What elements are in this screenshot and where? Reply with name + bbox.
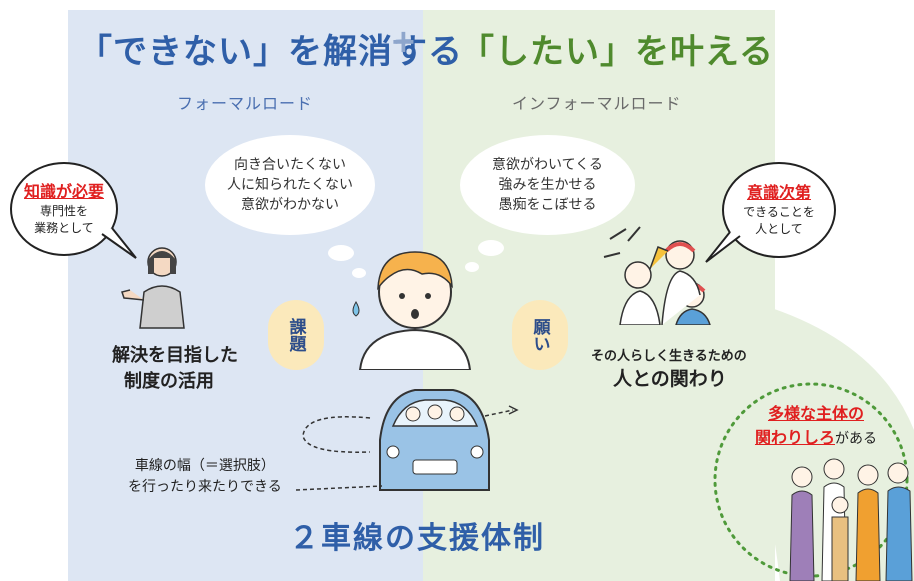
caption-left: 解決を目指した 制度の活用 (112, 343, 238, 395)
actors-line2: 関わりしろがある (746, 424, 886, 448)
thought-right-line: 意欲がわいてくる (492, 157, 603, 173)
thought-dot (328, 245, 354, 261)
car-icon (302, 389, 519, 491)
family-icon (789, 458, 913, 581)
lane-note-line: 車線の幅（＝選択肢） (134, 458, 275, 474)
caption-left-line: 制度の活用 (124, 371, 214, 392)
thought-bubble-right: 意欲がわいてくる 強みを生かせる 愚痴をこぼせる (460, 135, 635, 235)
person-icon (352, 251, 472, 370)
badge-wish: 願い (512, 300, 568, 370)
thought-right-line: 強みを生かせる (498, 177, 597, 193)
thought-left-line: 人に知られたくない (227, 177, 353, 193)
thought-left-line: 向き合いたくない (234, 157, 346, 173)
right-title: 「したい」を叶える (460, 32, 774, 72)
speech-bubble-left: 知識が必要 専門性を 業務として (10, 162, 118, 256)
thought-bubble-left: 向き合いたくない 人に知られたくない 意欲がわかない (205, 135, 375, 235)
speech-left-line: 業務として (34, 221, 94, 235)
speech-right-strong: 意識次第 (746, 183, 811, 202)
speech-bubble-right: 意識次第 できることを 人として (722, 162, 836, 258)
actors-strong: 関わりしろ (754, 428, 835, 447)
speech-tail-right (705, 232, 741, 263)
thought-left-line: 意欲がわかない (241, 197, 339, 213)
actors-line1: 多様な主体の (767, 404, 864, 423)
caption-right-small: その人らしく生きるための (591, 349, 747, 364)
caption-left-line: 解決を目指した (112, 345, 238, 366)
badge-issue: 課題 (268, 300, 324, 370)
speech-tail-left (101, 228, 137, 259)
lane-note: 車線の幅（＝選択肢） を行ったり来たりできる (128, 456, 282, 498)
thought-dot (478, 240, 504, 256)
speech-right-line: 人として (755, 222, 803, 236)
lane-dash (296, 485, 383, 491)
speech-left-line: 専門性を (39, 204, 88, 218)
lane-note-line: を行ったり来たりできる (128, 479, 282, 495)
thought-right-line: 愚痴をこぼせる (498, 197, 597, 213)
footer-title: ２車線の支援体制 (289, 521, 545, 556)
actors-label: 多様な主体の 関わりしろがある (746, 400, 886, 448)
staff-person-icon (121, 247, 185, 329)
speech-right-line: できることを (743, 205, 815, 219)
thought-dot (352, 268, 366, 278)
speech-left-strong: 知識が必要 (23, 182, 104, 201)
left-subtitle: フォーマルロード (177, 94, 314, 113)
actors-rest: がある (835, 431, 877, 447)
caption-right-big: 人との関わり (613, 368, 727, 390)
plus-sign: + (390, 22, 418, 60)
supporters-icon (603, 226, 711, 325)
thought-dot (465, 262, 479, 272)
left-title: 「できない」を解消する (78, 32, 463, 72)
right-subtitle: インフォーマルロード (512, 94, 682, 113)
